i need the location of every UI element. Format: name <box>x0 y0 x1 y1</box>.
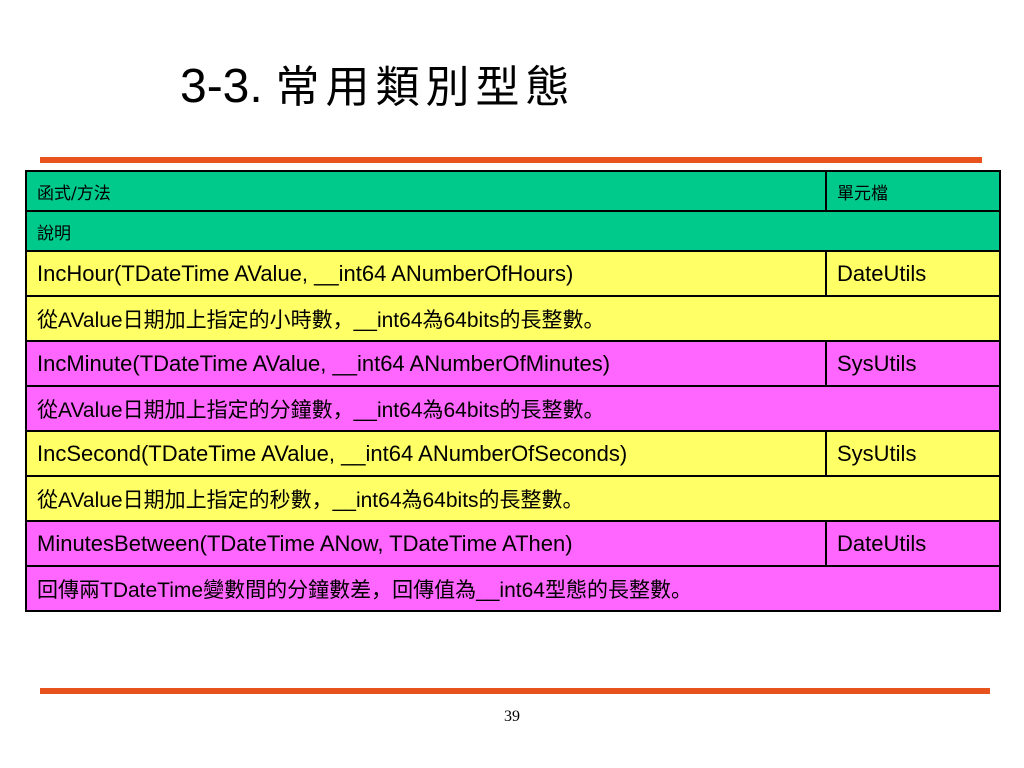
table-row: 回傳兩TDateTime變數間的分鐘數差，回傳值為__int64型態的長整數。 <box>25 565 1001 612</box>
top-rule <box>40 157 982 163</box>
table-row: IncSecond(TDateTime AValue, __int64 ANum… <box>25 430 1001 477</box>
function-signature: IncHour(TDateTime AValue, __int64 ANumbe… <box>25 250 827 297</box>
function-signature: MinutesBetween(TDateTime ANow, TDateTime… <box>25 520 827 567</box>
unit-file: SysUtils <box>825 430 1001 477</box>
title-text: 常用類別型態 <box>275 62 576 113</box>
slide-title: 3-3. 常用類別型態 <box>180 50 576 122</box>
table-row: 從AValue日期加上指定的分鐘數，__int64為64bits的長整數。 <box>25 385 1001 432</box>
function-description: 從AValue日期加上指定的小時數，__int64為64bits的長整數。 <box>25 295 1001 342</box>
unit-file: SysUtils <box>825 340 1001 387</box>
table-row: IncHour(TDateTime AValue, __int64 ANumbe… <box>25 250 1001 297</box>
header-description-row: 說明 <box>25 210 1001 252</box>
header-function-method: 函式/方法 <box>25 170 827 212</box>
table-row: IncMinute(TDateTime AValue, __int64 ANum… <box>25 340 1001 387</box>
function-signature: IncSecond(TDateTime AValue, __int64 ANum… <box>25 430 827 477</box>
table-row: 從AValue日期加上指定的秒數，__int64為64bits的長整數。 <box>25 475 1001 522</box>
unit-file: DateUtils <box>825 520 1001 567</box>
header-row: 函式/方法 單元檔 <box>25 170 1001 212</box>
title-number: 3-3. <box>180 60 263 113</box>
page-number: 39 <box>504 708 520 725</box>
function-signature: IncMinute(TDateTime AValue, __int64 ANum… <box>25 340 827 387</box>
function-table: 函式/方法 單元檔 說明 IncHour(TDateTime AValue, _… <box>25 170 1001 612</box>
function-description: 回傳兩TDateTime變數間的分鐘數差，回傳值為__int64型態的長整數。 <box>25 565 1001 612</box>
header-unit-file: 單元檔 <box>825 170 1001 212</box>
function-description: 從AValue日期加上指定的分鐘數，__int64為64bits的長整數。 <box>25 385 1001 432</box>
bottom-rule <box>40 688 990 694</box>
unit-file: DateUtils <box>825 250 1001 297</box>
header-description: 說明 <box>25 210 1001 252</box>
table-row: MinutesBetween(TDateTime ANow, TDateTime… <box>25 520 1001 567</box>
table-row: 從AValue日期加上指定的小時數，__int64為64bits的長整數。 <box>25 295 1001 342</box>
function-description: 從AValue日期加上指定的秒數，__int64為64bits的長整數。 <box>25 475 1001 522</box>
